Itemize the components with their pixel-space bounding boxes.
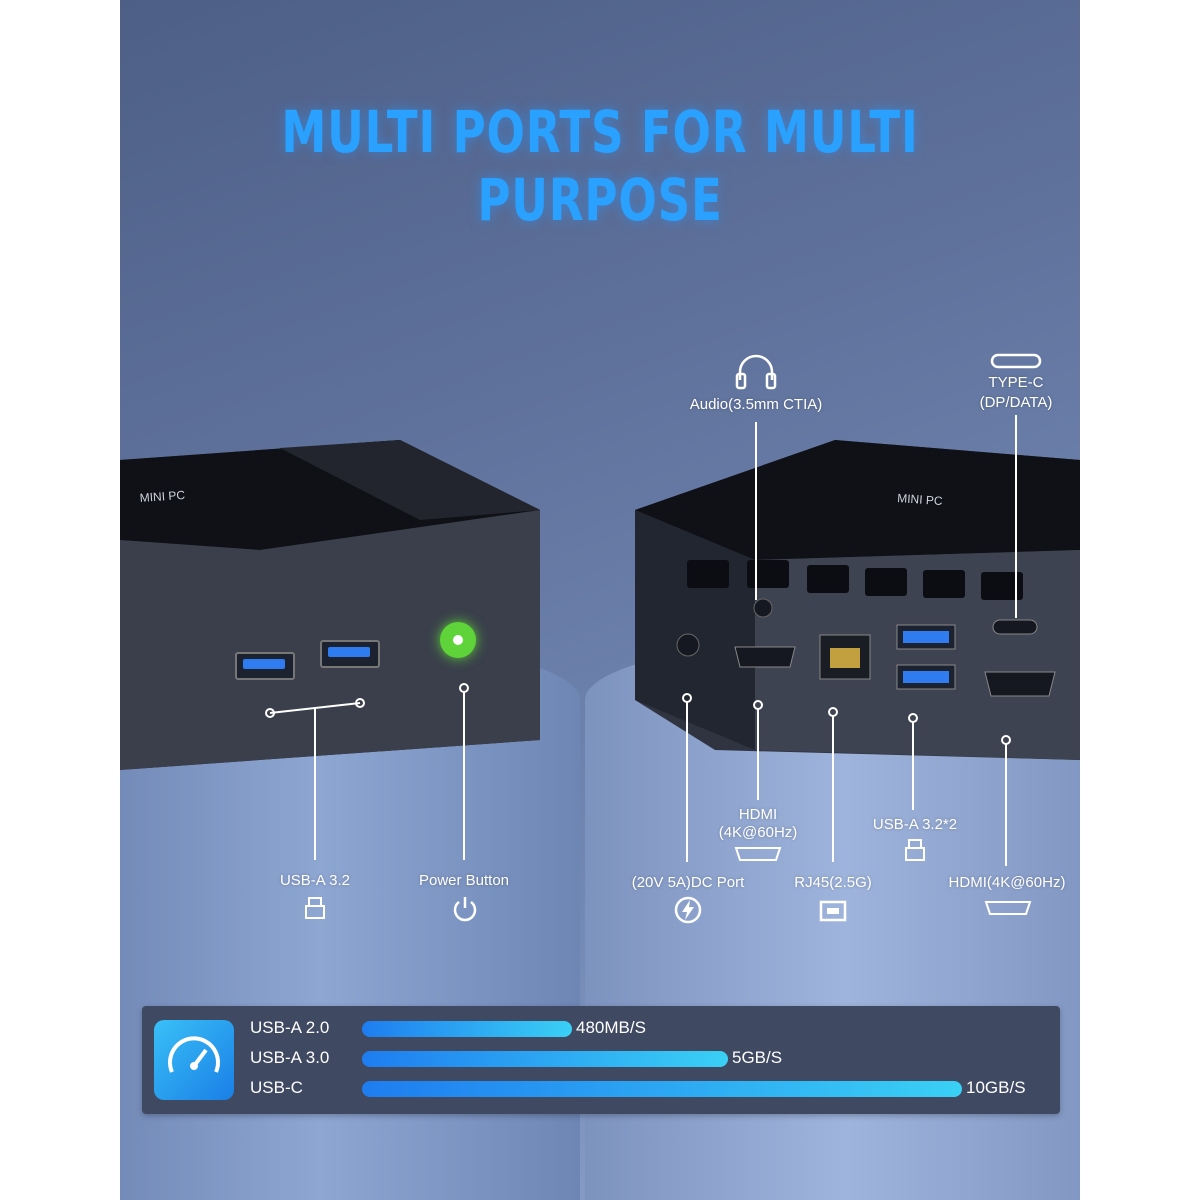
audio-port-label: Audio(3.5mm CTIA) <box>689 396 823 413</box>
hdmi-icon <box>984 901 1032 915</box>
hdmi-port-1-label-line1: HDMI <box>738 806 778 823</box>
speed-value: 10GB/S <box>966 1078 1026 1097</box>
headphones-icon <box>735 354 777 390</box>
speed-row-label: USB-A 2.0 <box>250 1018 330 1037</box>
front-callouts <box>265 683 469 860</box>
svg-text:MINI PC: MINI PC <box>139 488 186 505</box>
product-banner: MULTI PORTS FOR MULTI PURPOSE MINI PC US… <box>120 0 1080 1200</box>
hdmi-icon <box>734 847 782 861</box>
dc-port-label: (20V 5A)DC Port <box>631 874 745 891</box>
svg-text:MINI PC: MINI PC <box>897 491 944 508</box>
page-title: MULTI PORTS FOR MULTI PURPOSE <box>281 98 919 234</box>
power-button <box>440 622 476 658</box>
speedometer-icon <box>168 1036 220 1073</box>
speed-comparison-panel: USB-A 2.0 480MB/S USB-A 3.0 5GB/S USB-C 10GB/… <box>142 1006 1060 1114</box>
front-usb-port-1 <box>235 652 295 680</box>
lightning-icon <box>674 896 702 924</box>
speed-row-label: USB-A 3.0 <box>250 1048 330 1067</box>
speed-value: 5GB/S <box>732 1048 783 1067</box>
usb-a-icon <box>305 897 325 919</box>
speed-row-label: USB-C <box>250 1078 303 1097</box>
power-button-label: Power Button <box>418 872 510 889</box>
speedometer-badge <box>154 1020 234 1100</box>
hdmi-port-2-label: HDMI(4K@60Hz) <box>948 874 1066 891</box>
rear-callouts <box>682 415 1017 866</box>
speed-bar <box>362 1021 572 1037</box>
front-usb-port-2 <box>320 640 380 668</box>
rear-device: MINI PC <box>635 440 1080 760</box>
rj45-port-label: RJ45(2.5G) <box>794 874 872 891</box>
hdmi-port-1-label-line2: (4K@60Hz) <box>718 824 798 841</box>
speed-bar <box>362 1081 962 1097</box>
typec-label-line1: TYPE-C <box>988 374 1044 391</box>
usb-a-rear-label: USB-A 3.2*2 <box>872 816 958 833</box>
speed-value: 480MB/S <box>576 1018 646 1037</box>
usb-a-icon <box>905 839 925 861</box>
power-icon <box>453 897 477 922</box>
usb-c-icon <box>990 353 1042 369</box>
front-usb-label: USB-A 3.2 <box>279 872 351 889</box>
ethernet-icon <box>819 900 847 922</box>
speed-bar <box>362 1051 728 1067</box>
typec-label-line2: (DP/DATA) <box>979 394 1053 411</box>
